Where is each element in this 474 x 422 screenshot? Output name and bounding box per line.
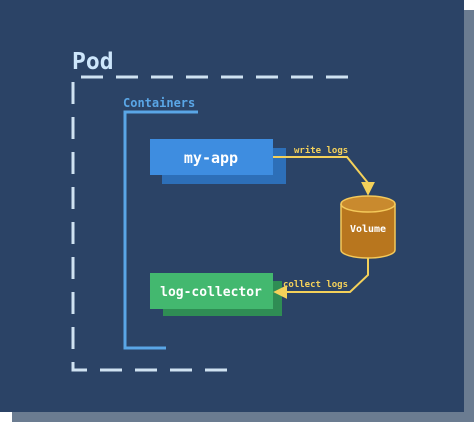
pod-boundary: [71, 75, 348, 372]
collect-logs-arrow: [273, 258, 369, 299]
write-logs-edge: write logs: [273, 145, 375, 196]
collect-logs-label: collect logs: [283, 280, 348, 290]
log-collector-node: log-collector: [150, 273, 282, 316]
log-collector-node-box: [150, 273, 273, 309]
my-app-node-box: [150, 139, 273, 175]
volume-node: Volume: [340, 195, 396, 259]
my-app-node: my-app: [150, 139, 286, 184]
write-logs-label: write logs: [294, 145, 348, 156]
my-app-label: my-app: [184, 149, 238, 167]
collect-logs-edge: collect logs: [273, 258, 369, 299]
containers-bracket: [123, 110, 198, 350]
containers-label: Containers: [123, 96, 195, 110]
write-logs-arrow: [273, 156, 375, 196]
log-collector-label: log-collector: [160, 285, 262, 300]
pod-title: Pod: [72, 49, 114, 75]
volume-label: Volume: [350, 224, 386, 235]
volume-cylinder-top: [340, 195, 396, 213]
